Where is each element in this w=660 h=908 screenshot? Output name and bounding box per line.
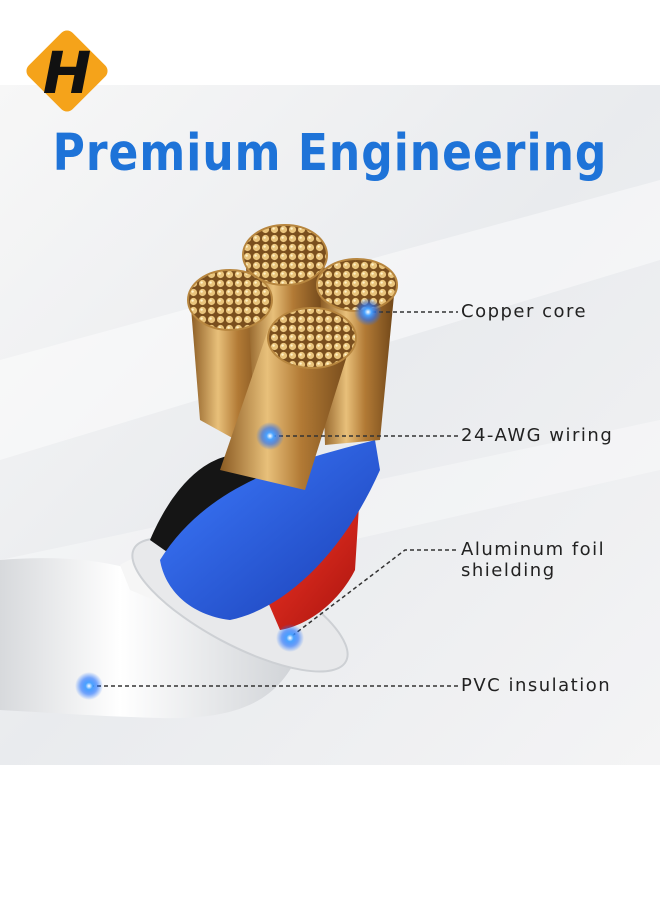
callout-foil-label-2: shielding (461, 560, 556, 581)
pvc-dot-icon (75, 672, 103, 700)
foil-leader-line (291, 549, 458, 637)
callout-pvc-label: PVC insulation (461, 675, 612, 696)
callout-awg-wiring: 24-AWG wiring (461, 425, 613, 446)
callout-copper-label: Copper core (461, 301, 588, 322)
callout-lines (90, 311, 458, 687)
foil-dot-icon (276, 624, 304, 652)
callout-foil-shielding: Aluminum foil shielding (461, 539, 605, 581)
callout-pvc-insulation: PVC insulation (461, 675, 611, 696)
callout-awg-label: 24-AWG wiring (461, 425, 614, 446)
callout-foil-label-1: Aluminum foil (461, 539, 606, 560)
logo-letter: H (43, 39, 92, 107)
highlight-dots (75, 298, 382, 700)
blue-wire (160, 440, 380, 620)
awg-dot-icon (256, 422, 284, 450)
copper-dot-icon (354, 298, 382, 326)
callout-copper-core: Copper core (461, 301, 587, 322)
brand-logo: H (26, 30, 108, 112)
headline: Premium Engineering (52, 124, 608, 183)
